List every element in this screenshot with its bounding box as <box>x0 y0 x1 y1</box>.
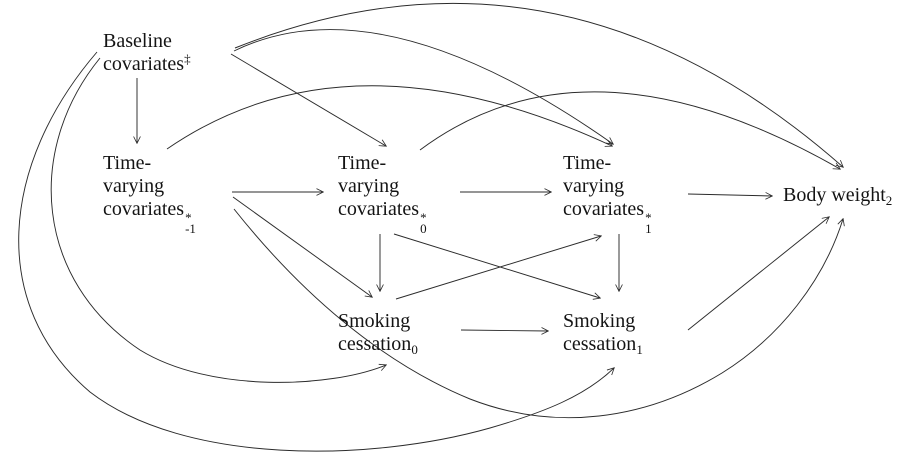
edge-baseline-to-bodyweight <box>234 2 843 167</box>
tvc-m1-sup: * <box>185 210 192 225</box>
edge-tvc-m1-to-tvc-1 <box>166 85 612 150</box>
node-smoking-cessation-1: Smoking cessation1 <box>563 310 643 356</box>
edge-tvc-1-to-bodyweight <box>687 194 772 196</box>
baseline-line1: Baseline <box>103 30 172 52</box>
edge-baseline-to-smoking-0 <box>50 57 386 383</box>
bodyweight-label: Body weight <box>783 184 886 206</box>
edge-smoking-0-to-smoking-1 <box>460 330 548 331</box>
smoking-0-sub: 0 <box>411 342 418 357</box>
tvc-0-sub: 0 <box>420 221 427 236</box>
node-time-varying-covariates-1: Time- varying covariates*1 <box>563 152 652 236</box>
edge-baseline-to-tvc-0 <box>230 53 386 146</box>
tvc-m1-sub: -1 <box>185 221 196 236</box>
smoking-0-line1: Smoking <box>338 310 411 332</box>
tvc-1-sub: 1 <box>645 221 652 236</box>
node-time-varying-covariates-minus1: Time- varying covariates*-1 <box>103 152 196 236</box>
tvc-1-line1: Time- <box>563 152 612 174</box>
tvc-m1-line1: Time- <box>103 152 152 174</box>
tvc-1-line3: covariates <box>563 198 645 220</box>
edge-tvc-0-to-smoking-1 <box>393 233 600 298</box>
baseline-line2: covariates <box>103 53 185 75</box>
tvc-1-sup: * <box>645 210 652 225</box>
tvc-m1-line3: covariates <box>103 198 185 220</box>
tvc-0-line3: covariates <box>338 198 420 220</box>
tvc-1-line2: varying <box>563 175 625 197</box>
edge-baseline-to-tvc-1 <box>233 29 613 144</box>
node-baseline-covariates: Baseline covariates‡ <box>103 30 191 76</box>
edge-tvc-m1-to-smoking-0 <box>232 196 372 297</box>
tvc-m1-line2: varying <box>103 175 165 197</box>
edge-baseline-to-smoking-1 <box>18 51 614 452</box>
smoking-1-line2: cessation <box>563 333 637 355</box>
node-body-weight-2: Body weight2 <box>783 184 892 207</box>
baseline-dagger-sup: ‡ <box>184 51 191 66</box>
tvc-0-line2: varying <box>338 175 400 197</box>
edge-tvc-0-to-bodyweight <box>419 91 840 169</box>
edge-smoking-1-to-bodyweight <box>687 217 829 331</box>
edge-smoking-0-to-tvc-1 <box>395 236 601 300</box>
smoking-0-line2: cessation <box>338 333 412 355</box>
edge-tvc-m1-to-bodyweight <box>233 208 843 419</box>
bodyweight-sub: 2 <box>885 193 893 208</box>
node-time-varying-covariates-0: Time- varying covariates*0 <box>338 152 427 236</box>
node-smoking-cessation-0: Smoking cessation0 <box>338 310 418 356</box>
tvc-0-line1: Time- <box>338 152 387 174</box>
tvc-0-sup: * <box>420 210 427 225</box>
smoking-1-line1: Smoking <box>563 310 636 332</box>
smoking-1-sub: 1 <box>636 342 643 357</box>
